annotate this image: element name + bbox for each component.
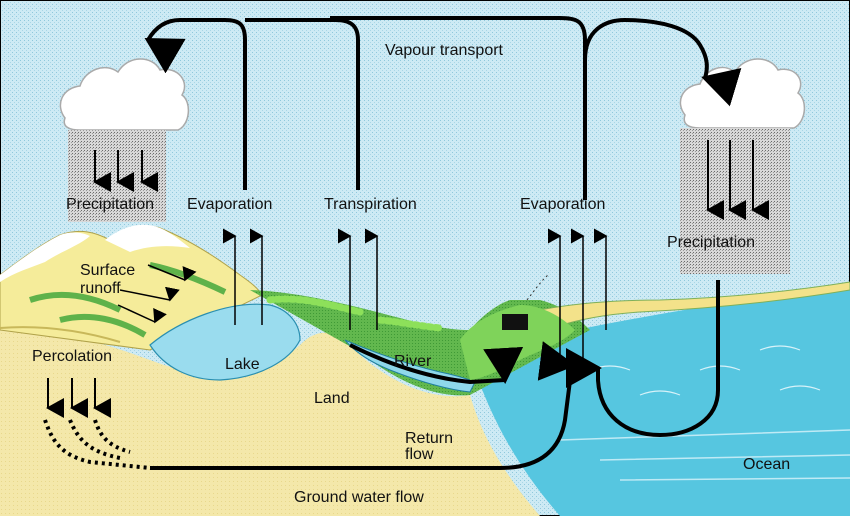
- house: [502, 314, 528, 330]
- right-rain: [680, 128, 790, 274]
- label-vapour-transport: Vapour transport: [385, 42, 503, 59]
- groundwater-flow-arrow: [150, 341, 576, 470]
- ocean-recycle-arrow: [566, 280, 720, 438]
- label-evaporation-left: Evaporation: [187, 196, 273, 213]
- label-lake: Lake: [225, 356, 260, 373]
- label-return-flow-2: flow: [405, 446, 434, 463]
- snow-cap-left: [0, 232, 90, 282]
- label-ocean: Ocean: [743, 456, 791, 473]
- label-land: Land: [314, 390, 350, 407]
- right-rain-arrows: [706, 140, 769, 220]
- runoff-arrows: [117, 264, 197, 324]
- label-return-flow-1: Return: [405, 430, 454, 447]
- label-transpiration: Transpiration: [324, 196, 417, 213]
- coastline: [469, 281, 850, 361]
- percolation-arrows: [46, 378, 111, 418]
- snow-cap-right: [105, 224, 190, 252]
- label-river: River: [394, 353, 432, 370]
- river-flow-arrow: [349, 343, 524, 385]
- rising-arrows: [223, 228, 608, 360]
- vapour-transport-arrows: [144, 16, 742, 200]
- percolation-dashed: [43, 419, 151, 470]
- smoke-line: [526, 274, 549, 301]
- label-evaporation-right: Evaporation: [520, 196, 606, 213]
- left-rain-arrows: [93, 150, 158, 192]
- label-surface-runoff-2: runoff: [80, 280, 121, 297]
- ocean-waves: [559, 429, 850, 481]
- ridge-line: [0, 326, 121, 343]
- label-precipitation-right: Precipitation: [667, 234, 756, 251]
- label-ground-water-flow: Ground water flow: [294, 489, 424, 506]
- label-precipitation-left: Precipitation: [66, 196, 155, 213]
- trees-row: [266, 295, 444, 332]
- label-percolation: Percolation: [32, 348, 113, 365]
- label-surface-runoff-1: Surface: [80, 262, 136, 279]
